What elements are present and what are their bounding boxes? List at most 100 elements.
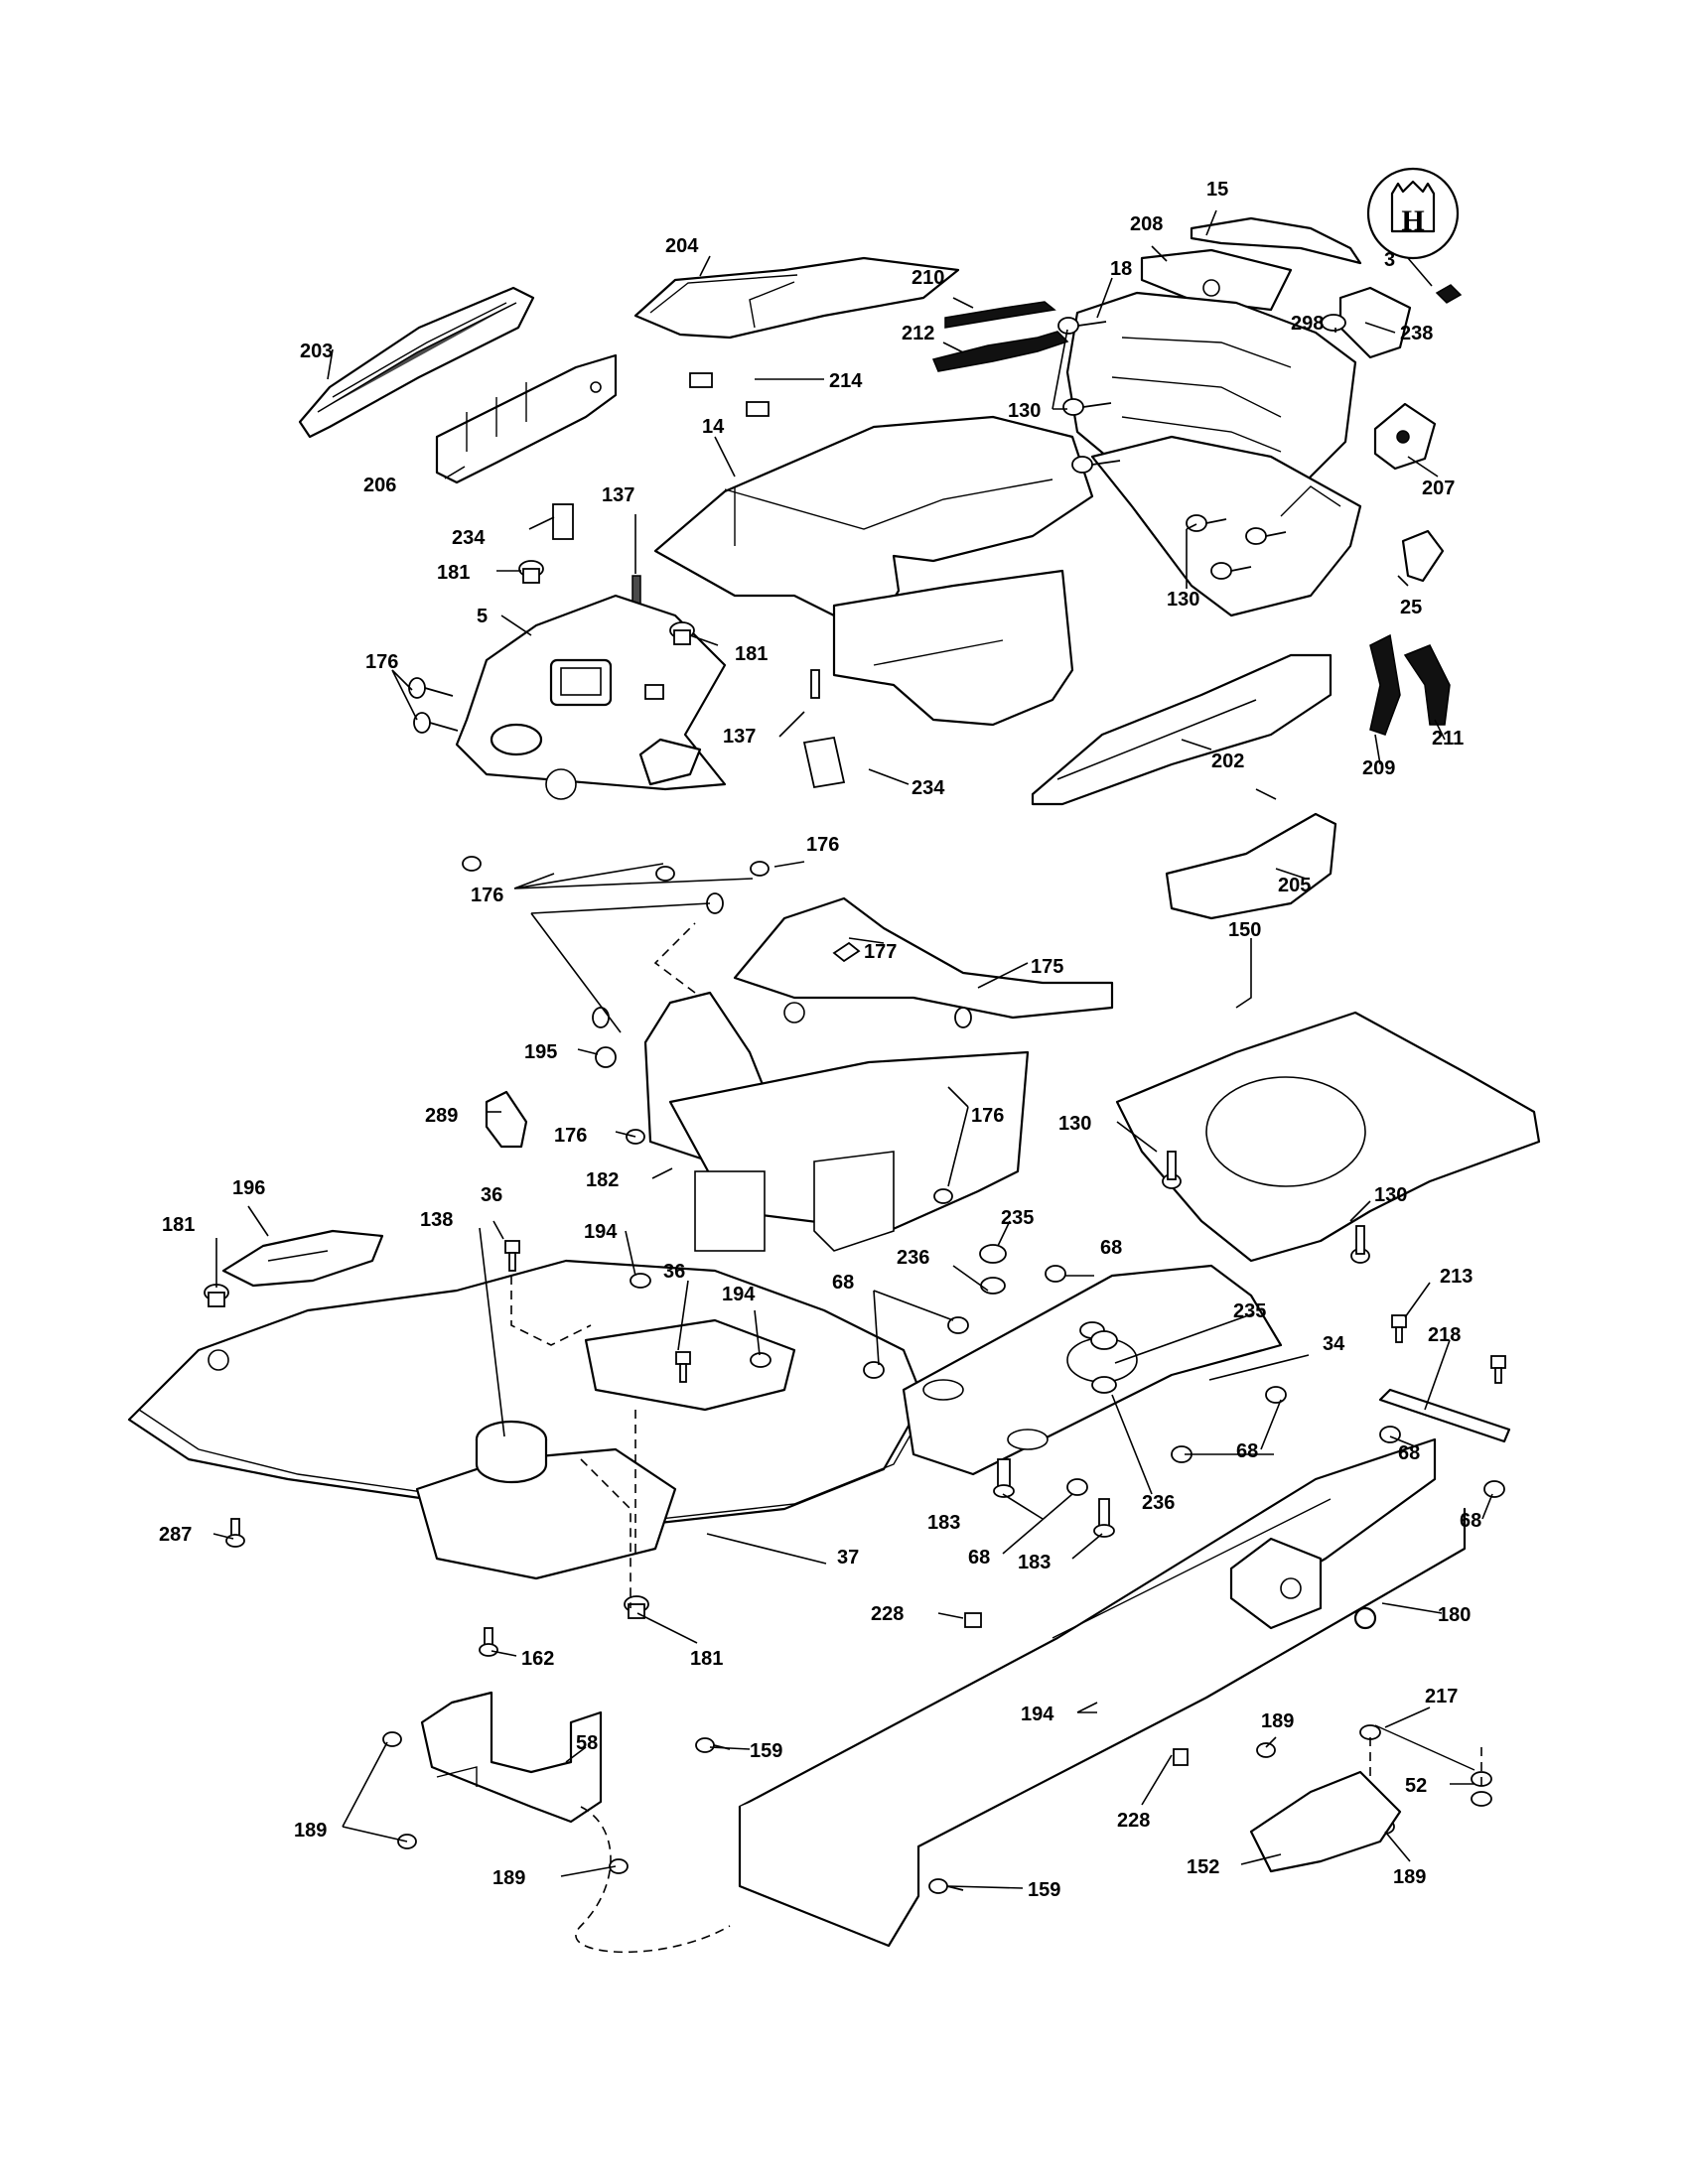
- part-3-badge: [1435, 284, 1463, 304]
- part-68-bolts: [863, 1265, 1505, 1498]
- callout-68-b: 68: [832, 1272, 854, 1294]
- part-150-fender: [1115, 1011, 1541, 1263]
- callout-211: 211: [1432, 728, 1464, 750]
- callout-130-b: 130: [1167, 589, 1199, 611]
- part-175-bracket: [733, 896, 1114, 1024]
- callout-52: 52: [1405, 1775, 1427, 1797]
- callout-68-f: 68: [1460, 1510, 1481, 1532]
- callout-213: 213: [1440, 1266, 1473, 1288]
- callout-194-b: 194: [722, 1284, 756, 1305]
- callout-209: 209: [1362, 757, 1395, 779]
- part-181-plug-a: [518, 560, 544, 584]
- leader-lines: [212, 209, 1493, 1889]
- callout-18: 18: [1110, 258, 1132, 280]
- callout-68-a: 68: [1100, 1237, 1122, 1259]
- part-34-plate: [902, 1264, 1283, 1476]
- callout-36-b: 36: [663, 1261, 685, 1283]
- callout-36-a: 36: [481, 1184, 502, 1206]
- part-130-screws-d: [1350, 1225, 1370, 1264]
- part-130-screws-c: [1162, 1151, 1182, 1189]
- part-162-screw: [479, 1627, 498, 1657]
- callout-176-c: 176: [471, 885, 503, 906]
- part-298-washer: [1321, 314, 1346, 332]
- part-58-bracket: [420, 1691, 603, 1824]
- callout-228-b: 228: [1117, 1810, 1150, 1832]
- part-37-body-pan: [127, 1259, 934, 1580]
- husqvarna-crown-logo-icon: H: [1366, 167, 1460, 260]
- part-234-pad-lower: [802, 736, 846, 789]
- part-208-bracket: [1140, 248, 1293, 312]
- callout-298: 298: [1291, 313, 1324, 335]
- callout-214: 214: [829, 370, 863, 392]
- callout-194-a: 194: [584, 1221, 618, 1243]
- callout-189-c: 189: [1393, 1866, 1426, 1888]
- callout-287: 287: [159, 1524, 192, 1546]
- part-152-bracket: [1249, 1770, 1402, 1873]
- callout-217: 217: [1425, 1686, 1458, 1707]
- callout-207: 207: [1422, 478, 1455, 499]
- callout-189-b: 189: [294, 1820, 327, 1842]
- callout-25: 25: [1400, 597, 1422, 618]
- part-234-pad-upper: [552, 503, 574, 540]
- part-228-spacers: [964, 1612, 1189, 1766]
- callout-194-c: 194: [1021, 1704, 1054, 1725]
- callout-236-b: 236: [1142, 1492, 1175, 1514]
- part-25-trim: [1401, 529, 1445, 583]
- part-183-bolts: [993, 1458, 1115, 1538]
- part-181-plug-d: [624, 1595, 649, 1619]
- callout-68-d: 68: [1398, 1442, 1420, 1464]
- callout-210: 210: [912, 267, 944, 289]
- part-36-bolts: [504, 1240, 691, 1383]
- part-209-strip: [1369, 633, 1401, 736]
- callout-195: 195: [524, 1041, 557, 1063]
- callout-189-d: 189: [492, 1867, 525, 1889]
- part-side-shroud: [1090, 435, 1362, 617]
- callout-176-b: 176: [806, 834, 839, 856]
- part-213-bolts: [1391, 1314, 1506, 1384]
- part-287-screw: [225, 1518, 245, 1548]
- callout-181-c: 181: [162, 1214, 195, 1236]
- part-203-grille: [298, 286, 535, 439]
- callout-5: 5: [477, 606, 488, 627]
- callout-204: 204: [665, 235, 699, 257]
- part-211-strip: [1403, 644, 1451, 726]
- part-217-rod: [1374, 1724, 1475, 1771]
- part-181-plug-c: [204, 1284, 229, 1307]
- part-14-hood: [653, 415, 1094, 727]
- part-202-grille: [1031, 653, 1333, 806]
- callout-138: 138: [420, 1209, 453, 1231]
- callout-234-a: 234: [452, 527, 486, 549]
- part-214-clips: [689, 372, 770, 417]
- callout-159-b: 159: [1028, 1879, 1060, 1901]
- part-15-trim: [1190, 216, 1362, 265]
- part-181-plug-b: [669, 621, 695, 645]
- callout-34: 34: [1323, 1333, 1345, 1355]
- part-195-plug: [595, 1046, 617, 1068]
- part-212-strip: [931, 331, 1069, 372]
- callout-235-b: 235: [1233, 1300, 1266, 1322]
- part-205-cover: [1165, 812, 1337, 920]
- callout-176-e: 176: [971, 1105, 1004, 1127]
- part-235-236-hardware: [979, 1244, 1118, 1394]
- callout-130-c: 130: [1058, 1113, 1091, 1135]
- callout-14: 14: [702, 416, 725, 438]
- callout-196: 196: [232, 1177, 265, 1199]
- callout-37: 37: [837, 1547, 859, 1569]
- callout-218: 218: [1428, 1324, 1461, 1346]
- callout-3: 3: [1384, 249, 1395, 271]
- callout-175: 175: [1031, 956, 1063, 978]
- part-289-bracket: [485, 1090, 528, 1149]
- callout-162: 162: [521, 1648, 554, 1670]
- callout-130-d: 130: [1374, 1184, 1407, 1206]
- callout-137-a: 137: [602, 484, 634, 506]
- callout-68-c: 68: [1236, 1440, 1258, 1462]
- callout-176-a: 176: [365, 651, 398, 673]
- part-204-hood-insert: [633, 256, 960, 340]
- callout-176-d: 176: [554, 1125, 587, 1147]
- callout-181-d: 181: [690, 1648, 723, 1670]
- part-130-screws-b: [1186, 514, 1287, 580]
- callout-152: 152: [1187, 1856, 1219, 1878]
- callout-228-a: 228: [871, 1603, 904, 1625]
- part-218-bar: [1378, 1388, 1511, 1443]
